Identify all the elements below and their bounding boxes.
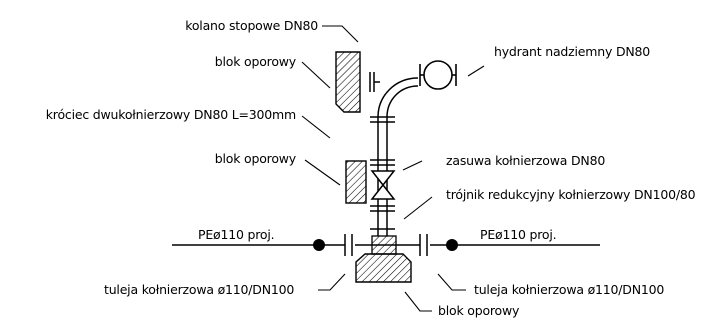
gate-valve-symbol xyxy=(370,170,396,200)
label-hydrant: hydrant nadziemny DN80 xyxy=(494,44,650,59)
label-support-block-bottom: blok oporowy xyxy=(438,303,520,318)
label-pipe-right: PEø110 proj. xyxy=(480,227,556,242)
flange-sleeve-left-symbol xyxy=(344,234,353,256)
tee-body xyxy=(371,235,397,255)
support-block-top-shape xyxy=(335,51,361,113)
leader-lines xyxy=(301,25,485,312)
flange-sleeve-right-symbol xyxy=(419,234,428,256)
foot-elbow xyxy=(369,72,419,118)
support-block-bottom-shape xyxy=(355,253,412,283)
label-pipe-left: PEø110 proj. xyxy=(198,227,274,242)
hydrant-symbol xyxy=(419,60,457,90)
label-flange-sleeve-right: tuleja kołnierzowa ø110/DN100 xyxy=(474,282,664,297)
pipe-weld-dots xyxy=(313,239,458,251)
label-flanged-spool: króciec dwukołnierzowy DN80 L=300mm xyxy=(46,107,296,122)
label-gate-valve: zasuwa kołnierzowa DN80 xyxy=(446,153,605,168)
support-block-mid-shape xyxy=(345,160,367,204)
label-reducing-tee: trójnik redukcyjny kołnierzowy DN100/80 xyxy=(446,187,696,202)
label-support-block-mid: blok oporowy xyxy=(215,151,297,166)
label-flange-sleeve-left: tuleja kołnierzowa ø110/DN100 xyxy=(104,282,294,297)
label-support-block-top: blok oporowy xyxy=(215,54,297,69)
label-elbow: kolano stopowe DN80 xyxy=(185,18,318,33)
